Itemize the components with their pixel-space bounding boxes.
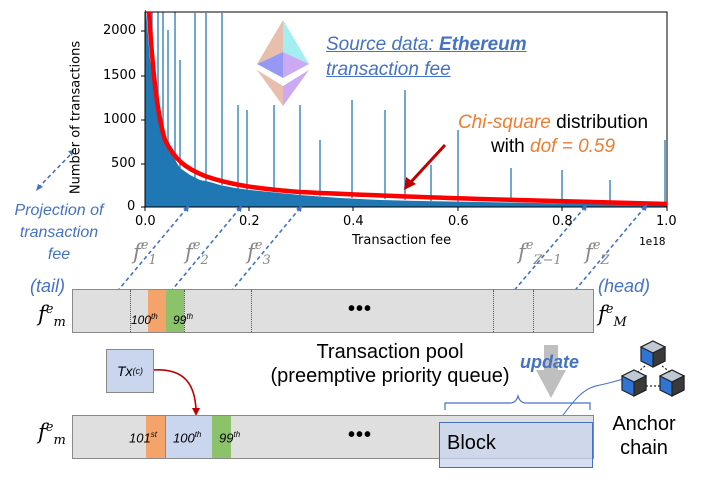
plot-frame	[144, 11, 668, 208]
anchor-line2: chain	[620, 437, 668, 459]
fm-label-bottom: fem	[38, 420, 66, 449]
y-tick-500: 500	[111, 156, 136, 171]
head-label: (head)	[598, 276, 651, 296]
rank-100th-new: 100th	[173, 430, 202, 446]
f3-label: fe3	[247, 238, 271, 269]
projection-line2: transaction	[19, 224, 99, 241]
ellipsis: •••	[348, 298, 373, 320]
x-tick-1.0: 1.0	[656, 214, 677, 229]
source-annotation: Source data: Ethereum transaction fee	[326, 32, 527, 82]
fz-minus-1-label: feZ−1	[518, 238, 562, 269]
rank-100th: 100th	[131, 312, 158, 327]
chi-dof: dof = 0.59	[530, 136, 616, 157]
y-tick-1000: 1000	[103, 112, 137, 127]
rank-99th: 99th	[219, 430, 241, 446]
queue-cell-100th	[148, 290, 166, 332]
fM-label: feM	[598, 302, 627, 331]
rank-101st: 101st	[129, 430, 157, 446]
x-tick-0.6: 0.6	[448, 214, 469, 229]
anchor-line1: Anchor	[612, 413, 676, 435]
pool-line1: Transaction pool	[316, 341, 464, 363]
block-brace	[444, 393, 591, 410]
x-tick-0.4: 0.4	[343, 214, 364, 229]
x-tick-0: 0.0	[135, 214, 156, 229]
chi-square-curve	[146, 11, 668, 207]
chi-with: with	[490, 136, 531, 157]
queue-cell-100th-new	[165, 416, 213, 458]
anchor-chain-icon	[620, 340, 686, 397]
tail-label: (tail)	[30, 276, 65, 296]
source-bold: Ethereum	[439, 34, 527, 55]
annotation-arrow	[408, 143, 447, 185]
y-tick-0: 0	[127, 199, 136, 214]
ellipsis: •••	[348, 424, 373, 446]
queue-cell-101st	[146, 416, 165, 458]
chi-rest: distribution	[550, 112, 649, 133]
projection-line1: Projection of	[14, 202, 104, 219]
update-label: update	[520, 352, 580, 372]
update-arrow-icon	[536, 370, 566, 398]
rank-99th: 99th	[173, 312, 194, 327]
block-label: Block	[447, 432, 496, 454]
y-axis-label: Number of transactions	[68, 40, 84, 195]
transaction-pool-title: Transaction pool (preemptive priority qu…	[240, 340, 540, 388]
x-tick-0.2: 0.2	[239, 214, 260, 229]
fz-label: feZ	[585, 238, 610, 269]
new-transaction-box: Tx(c)	[106, 349, 154, 393]
histogram-bars	[145, 10, 667, 207]
tx-insert-arrow	[152, 369, 197, 411]
fm-label-top: fem	[38, 302, 66, 331]
projection-label: Projection of transaction fee	[4, 200, 114, 266]
x-axis-label: Transaction fee	[352, 233, 452, 248]
histogram-spikes	[151, 12, 666, 206]
source-prefix: Source data:	[326, 34, 440, 55]
y-tick-1500: 1500	[103, 68, 137, 83]
source-line2: transaction fee	[326, 59, 451, 80]
y-tick-2000: 2000	[103, 23, 137, 38]
block-box	[439, 422, 593, 468]
anchor-chain-label: Anchor chain	[600, 412, 688, 460]
queue-cell-99th	[212, 416, 231, 458]
f2-label: fe2	[185, 238, 209, 269]
projection-line3: fee	[47, 246, 71, 263]
chi-italic: Chi-square	[457, 112, 551, 133]
f1-label: fe1	[133, 238, 157, 269]
priority-queue-top: 100th 99th •••	[72, 289, 594, 333]
queue-cell-99th	[166, 290, 184, 332]
x-axis-scale: 1e18	[639, 235, 666, 248]
ethereum-logo-icon	[257, 20, 309, 106]
x-tick-0.8: 0.8	[552, 214, 573, 229]
update-arrow-shaft	[544, 345, 558, 370]
chi-square-annotation: Chi-square distribution with dof = 0.59	[428, 111, 678, 159]
pool-line2: (preemptive priority queue)	[270, 365, 510, 387]
